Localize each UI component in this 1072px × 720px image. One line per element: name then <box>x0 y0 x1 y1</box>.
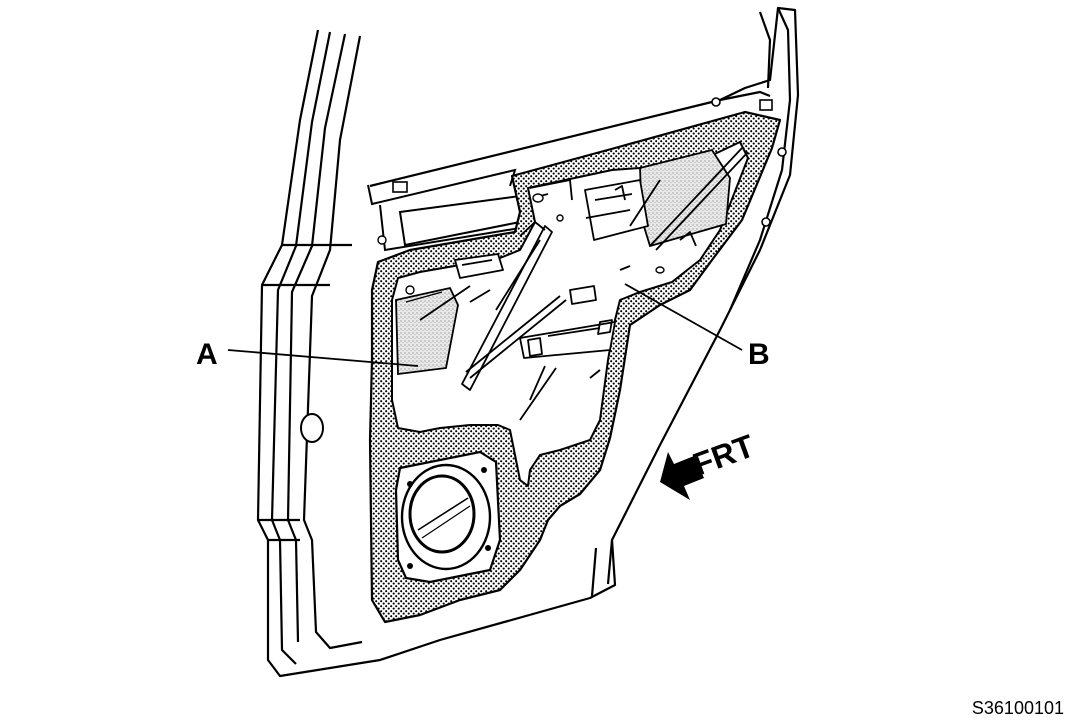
inner-details <box>419 147 749 421</box>
leader-a <box>227 349 419 367</box>
leader-b <box>624 283 743 351</box>
shell-bolts <box>392 97 787 227</box>
front-label: FRT <box>688 427 759 482</box>
door-shell <box>256 6 800 678</box>
pillar-hole <box>300 413 324 443</box>
front-direction-indicator: FRT <box>660 427 759 500</box>
insulation-pad-a <box>395 286 459 376</box>
callout-b: B <box>748 338 770 371</box>
speaker <box>400 463 492 571</box>
panel-holes <box>377 193 665 295</box>
callout-a: A <box>196 338 218 371</box>
front-arrow-icon <box>660 452 704 500</box>
figure-code: S36100101 <box>972 698 1064 718</box>
